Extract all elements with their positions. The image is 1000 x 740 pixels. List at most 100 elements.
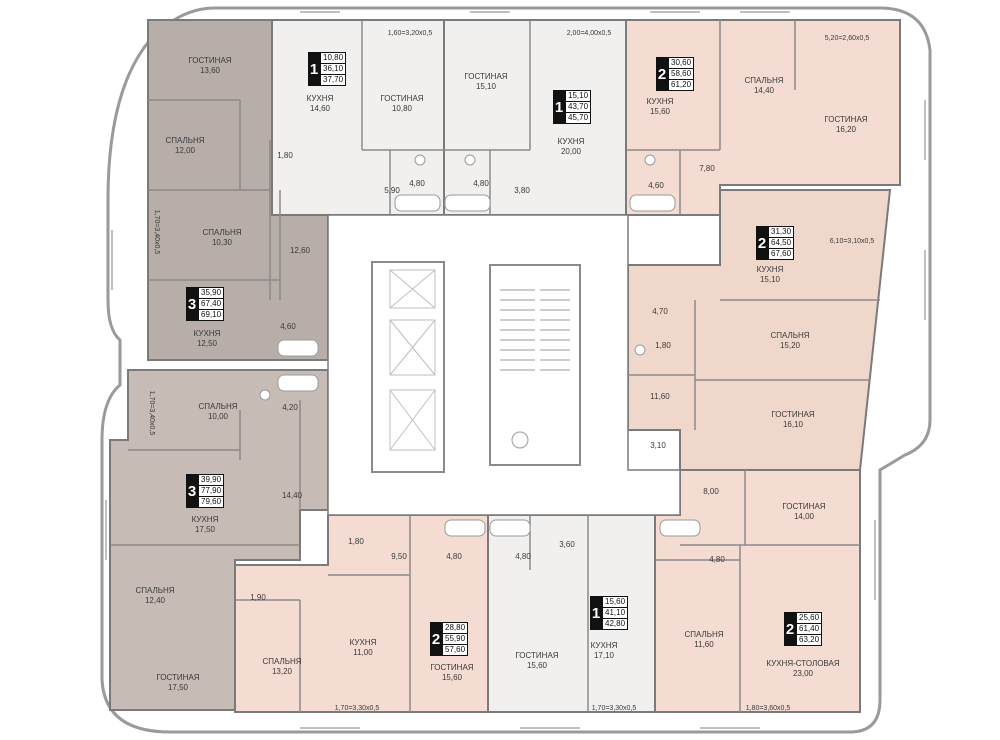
room-label: 14,40 [281, 491, 303, 500]
total-area-with-balcony: 45,70 [568, 113, 589, 122]
room-label: 3,80 [514, 186, 530, 195]
unit-2room-east[interactable] [627, 189, 892, 471]
total-area-with-balcony: 57,60 [445, 645, 466, 654]
room-label: 2,00=4,00x0,5 [566, 30, 612, 37]
room-label: 4,80 [446, 552, 462, 561]
living-area: 39,90 [199, 475, 224, 486]
room-label: 5,90 [384, 186, 400, 195]
stairwell [489, 264, 581, 466]
elevator-shaft [371, 261, 445, 473]
room-label: 1,80=3,60x0,5 [745, 705, 791, 712]
total-area-with-balcony: 37,70 [323, 75, 344, 84]
room-count: 1 [590, 596, 602, 630]
total-area: 55,90 [443, 634, 468, 645]
room-label: 1,60=3,20x0,5 [387, 30, 433, 37]
bathroom-fixtures [259, 154, 701, 537]
room-count: 3 [186, 474, 198, 508]
room-label: 7,80 [699, 164, 715, 173]
total-area: 61,40 [797, 624, 822, 635]
total-area: 77,90 [199, 486, 224, 497]
room-label: 6,10=3,10x0,5 [829, 238, 875, 245]
total-area: 67,40 [199, 299, 224, 310]
room-count: 1 [553, 90, 565, 124]
room-label: 3,10 [650, 441, 666, 450]
room-label: 8,00 [703, 487, 719, 496]
unit-1room-north-b[interactable] [443, 19, 627, 216]
living-area: 15,10 [566, 91, 591, 102]
room-label: 4,60 [648, 181, 664, 190]
room-label: 12,60 [289, 246, 311, 255]
room-label: 3,60 [559, 540, 575, 549]
building-outline [100, 6, 932, 734]
stair-steps [500, 289, 570, 371]
room-label: 4,60 [280, 322, 296, 331]
room-count: 2 [756, 226, 768, 260]
living-area: 10,80 [321, 53, 346, 64]
room-label: 4,80 [709, 555, 725, 564]
room-count: 2 [430, 622, 442, 656]
room-count: 1 [308, 52, 320, 86]
room-label: 11,60 [650, 392, 670, 401]
room-count: 2 [656, 57, 668, 91]
living-area: 30,60 [669, 58, 694, 69]
room-label: 1,80 [348, 537, 364, 546]
room-label: 1,70=3,40x0,5 [148, 390, 155, 436]
living-area: 28,80 [443, 623, 468, 634]
window-marks [105, 11, 926, 729]
total-area-with-balcony: 69,10 [201, 310, 222, 319]
living-area: 35,90 [199, 288, 224, 299]
room-label: 1,70=3,30x0,5 [591, 705, 637, 712]
room-label: 4,20 [282, 403, 298, 412]
total-area-with-balcony: 42,80 [605, 619, 626, 628]
unit-1room-north-a[interactable] [271, 19, 445, 216]
total-area-with-balcony: 67,60 [771, 249, 792, 258]
living-area: 25,60 [797, 613, 822, 624]
living-area: 15,60 [603, 597, 628, 608]
total-area: 36,10 [321, 64, 346, 75]
room-label: 9,50 [391, 552, 407, 561]
room-count: 2 [784, 612, 796, 646]
total-area: 43,70 [566, 102, 591, 113]
elevator-cabins [389, 269, 436, 451]
room-label: 4,80 [473, 179, 489, 188]
room-label: 4,70 [652, 307, 668, 316]
total-area: 41,10 [603, 608, 628, 619]
room-label: 4,80 [515, 552, 531, 561]
total-area: 58,60 [669, 69, 694, 80]
total-area-with-balcony: 79,60 [201, 497, 222, 506]
living-area: 31,30 [769, 227, 794, 238]
room-label: 1,80 [277, 151, 293, 160]
total-area: 64,50 [769, 238, 794, 249]
